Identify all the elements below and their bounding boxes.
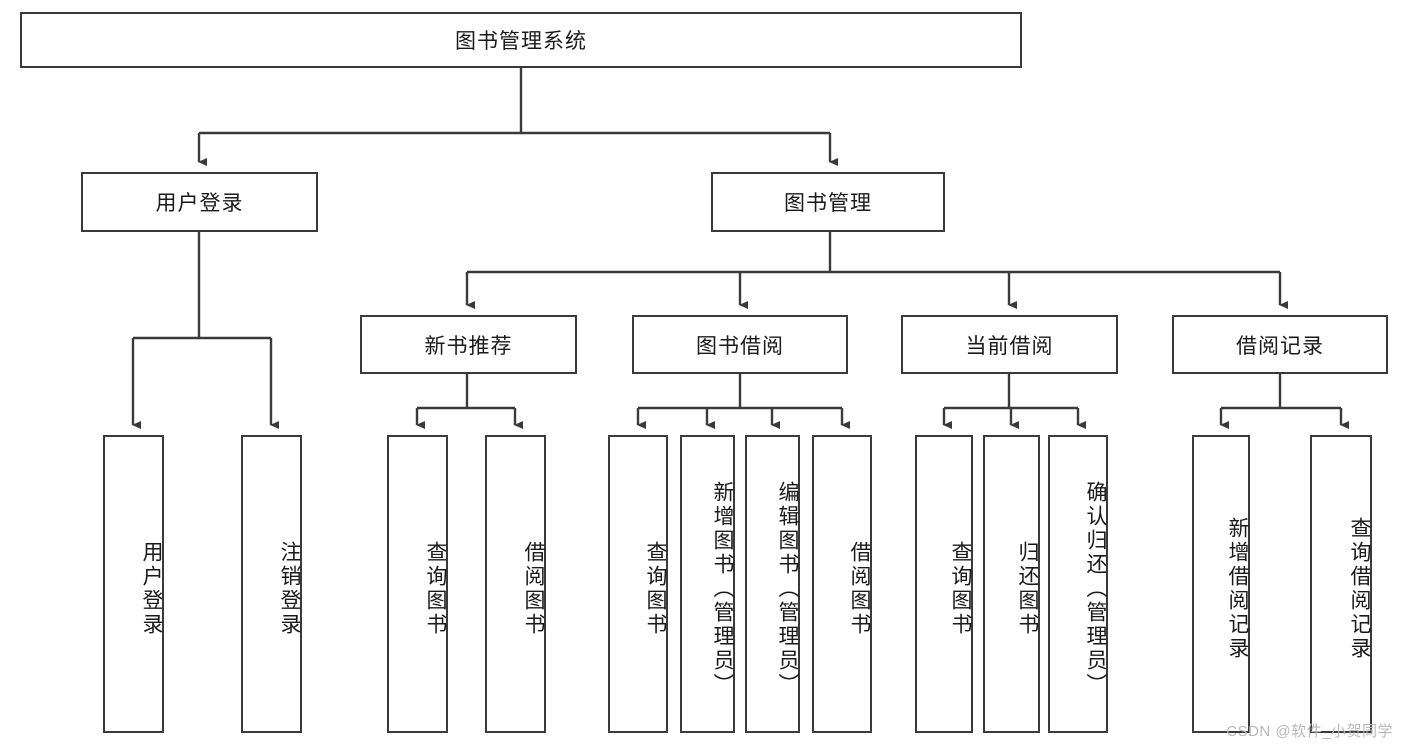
node-current-borrow[interactable]: 当前借阅	[901, 315, 1118, 374]
node-leaf-return-book[interactable]: 归还图书	[983, 435, 1040, 733]
node-leaf-edit-book-admin[interactable]: 编辑图书（管理员）	[745, 435, 800, 733]
node-leaf-add-book-admin-label: 新增图书（管理员）	[711, 481, 734, 697]
node-leaf-add-borrow-record[interactable]: 新增借阅记录	[1192, 435, 1250, 733]
node-leaf-confirm-return-admin-label: 确认归还（管理员）	[1084, 481, 1107, 697]
node-leaf-query-borrow-record-label: 查询借阅记录	[1348, 517, 1371, 661]
node-borrow-record-label: 借阅记录	[1236, 334, 1324, 358]
node-user-login-label: 用户登录	[155, 192, 244, 215]
node-leaf-edit-book-admin-label: 编辑图书（管理员）	[776, 481, 799, 697]
node-book-borrow-label: 图书借阅	[696, 334, 784, 358]
node-leaf-logout-login-label: 注销登录	[278, 541, 301, 637]
node-new-book-recommend-label: 新书推荐	[424, 334, 513, 358]
node-leaf-user-login[interactable]: 用户登录	[103, 435, 164, 733]
node-leaf-query-book-current[interactable]: 查询图书	[915, 435, 973, 733]
node-book-management-label: 图书管理	[784, 192, 872, 215]
node-new-book-recommend[interactable]: 新书推荐	[360, 315, 577, 374]
node-leaf-borrow-book-recommend-label: 借阅图书	[522, 541, 545, 637]
node-leaf-confirm-return-admin[interactable]: 确认归还（管理员）	[1048, 435, 1108, 733]
node-leaf-add-book-admin[interactable]: 新增图书（管理员）	[680, 435, 735, 733]
node-leaf-return-book-label: 归还图书	[1016, 541, 1039, 637]
node-root[interactable]: 图书管理系统	[20, 12, 1022, 68]
node-leaf-borrow-book-recommend[interactable]: 借阅图书	[485, 435, 546, 733]
watermark-text: CSDN @软件_小贺同学	[1226, 723, 1393, 740]
node-current-borrow-label: 当前借阅	[965, 334, 1054, 358]
node-leaf-query-borrow-record[interactable]: 查询借阅记录	[1310, 435, 1372, 733]
node-leaf-query-book-recommend[interactable]: 查询图书	[387, 435, 448, 733]
node-leaf-query-book-borrow[interactable]: 查询图书	[608, 435, 668, 733]
node-leaf-query-book-current-label: 查询图书	[949, 541, 972, 637]
node-root-label: 图书管理系统	[455, 30, 587, 53]
node-leaf-add-borrow-record-label: 新增借阅记录	[1226, 517, 1249, 661]
node-leaf-logout-login[interactable]: 注销登录	[241, 435, 302, 733]
node-leaf-query-book-recommend-label: 查询图书	[424, 541, 447, 637]
node-book-management[interactable]: 图书管理	[711, 172, 945, 232]
node-book-borrow[interactable]: 图书借阅	[632, 315, 848, 374]
node-leaf-borrow-book-label: 借阅图书	[848, 541, 871, 637]
node-borrow-record[interactable]: 借阅记录	[1172, 315, 1388, 374]
node-leaf-user-login-label: 用户登录	[140, 541, 163, 637]
node-user-login[interactable]: 用户登录	[81, 172, 318, 232]
node-leaf-query-book-borrow-label: 查询图书	[644, 541, 667, 637]
node-leaf-borrow-book[interactable]: 借阅图书	[812, 435, 872, 733]
